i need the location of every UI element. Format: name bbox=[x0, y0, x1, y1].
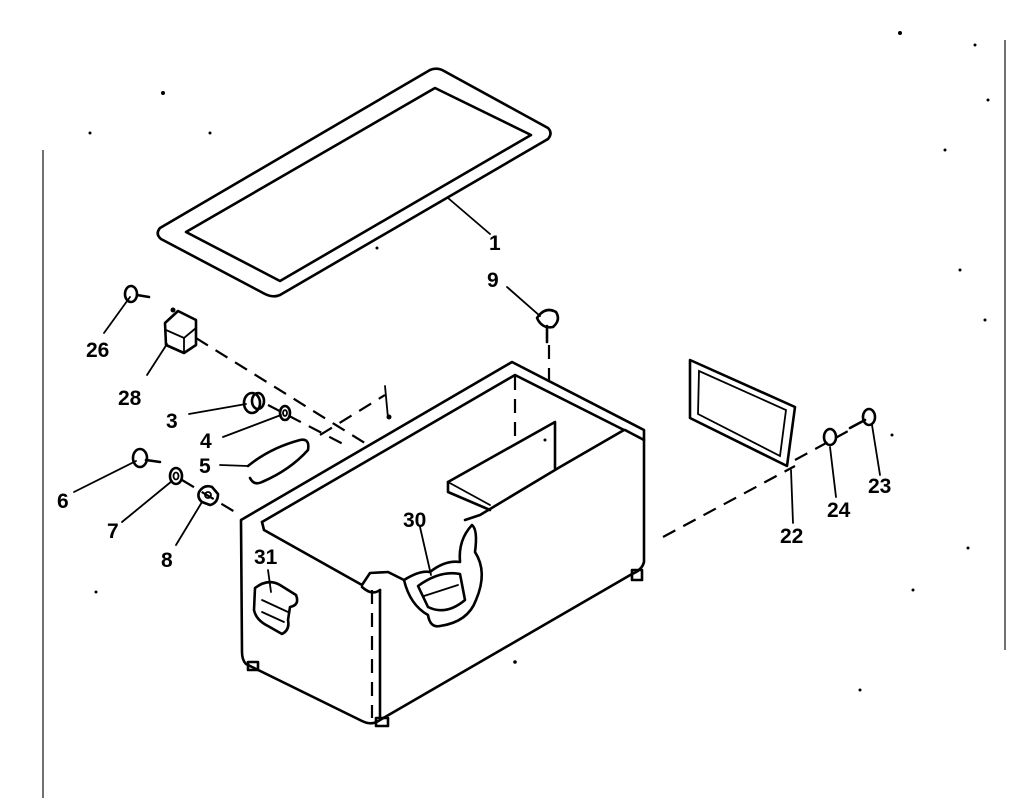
scan-specks bbox=[88, 31, 990, 692]
knob-center-line bbox=[267, 404, 346, 446]
control-washer-part bbox=[168, 466, 184, 486]
cord-part bbox=[246, 385, 392, 485]
callout-4: 4 bbox=[200, 430, 212, 453]
control-center-line bbox=[181, 479, 241, 516]
callout-7: 7 bbox=[107, 520, 119, 543]
window-panel-part bbox=[688, 358, 797, 468]
cabinet-tub-part bbox=[239, 360, 646, 728]
bolt-center-line bbox=[794, 429, 851, 461]
callout-31: 31 bbox=[254, 546, 278, 569]
small-screw-part bbox=[123, 284, 151, 304]
leader-lines bbox=[73, 197, 881, 593]
callout-30: 30 bbox=[403, 509, 426, 532]
panel-center-line bbox=[662, 465, 796, 538]
control-knob-part bbox=[131, 447, 162, 469]
callout-5: 5 bbox=[199, 455, 211, 478]
knob-part bbox=[242, 391, 266, 415]
callout-3: 3 bbox=[166, 410, 178, 433]
handle-part bbox=[252, 580, 299, 636]
callout-1: 1 bbox=[489, 232, 501, 255]
callout-23: 23 bbox=[868, 475, 891, 498]
switch-bracket-part bbox=[163, 307, 198, 355]
knob-washer-part bbox=[278, 404, 292, 422]
switch-center-line bbox=[195, 337, 369, 446]
callout-8: 8 bbox=[161, 549, 173, 572]
callout-24: 24 bbox=[827, 499, 851, 522]
callout-28: 28 bbox=[118, 387, 142, 410]
screw-part bbox=[535, 308, 560, 344]
lid-gasket-part bbox=[156, 67, 552, 298]
callout-22: 22 bbox=[780, 525, 803, 548]
callout-9: 9 bbox=[487, 269, 499, 292]
bolt-part bbox=[848, 407, 877, 430]
callout-26: 26 bbox=[86, 339, 109, 362]
callout-6: 6 bbox=[57, 490, 69, 513]
cord-center-line bbox=[319, 394, 386, 436]
